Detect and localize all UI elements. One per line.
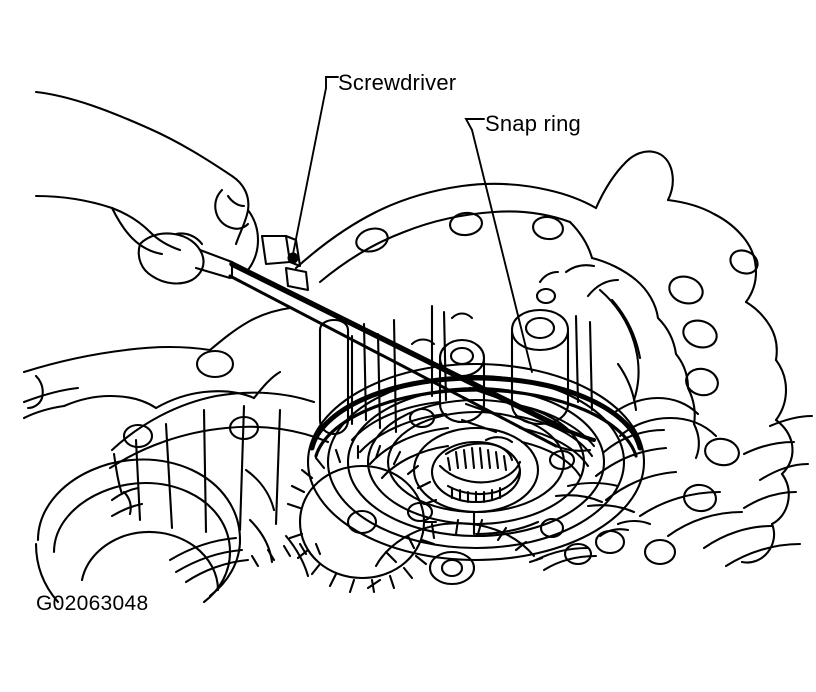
figure-id-text: G02063048 — [36, 592, 149, 615]
case-lower-detail — [284, 481, 652, 578]
callout-label-snap-ring: Snap ring — [485, 111, 581, 136]
callout-label-screwdriver: Screwdriver — [338, 70, 457, 95]
leader-end-dot-screwdriver — [287, 252, 299, 264]
clutch-drum-and-snap-ring — [306, 362, 646, 562]
screwdriver-tool — [137, 232, 596, 452]
case-left-ribs — [22, 306, 330, 604]
technician-hand — [34, 90, 260, 272]
drawing-linework — [22, 90, 814, 604]
leader-snap-ring — [464, 118, 533, 373]
leader-screwdriver — [287, 76, 339, 264]
callout-leaders — [287, 76, 533, 373]
